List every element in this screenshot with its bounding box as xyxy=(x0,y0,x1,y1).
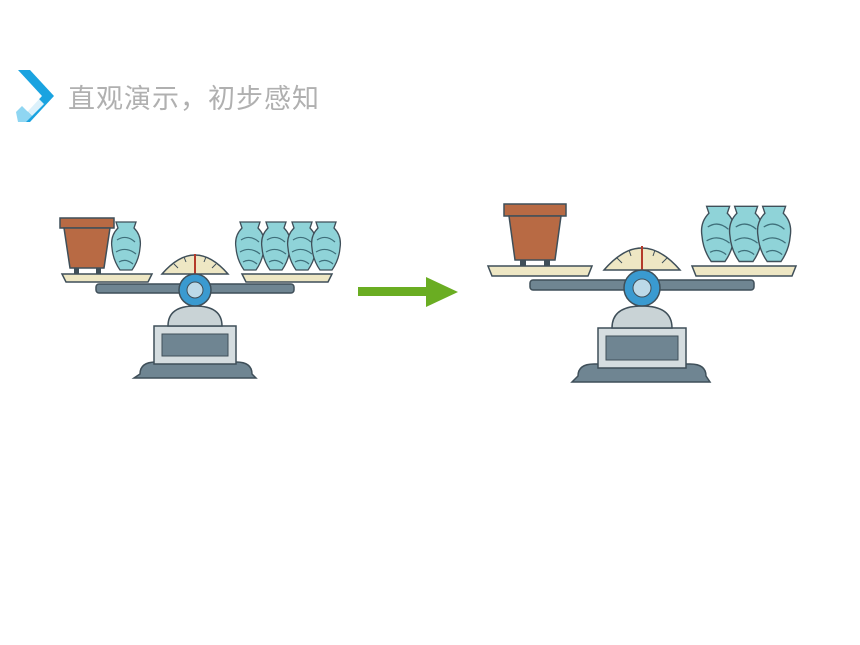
page-title: 直观演示，初步感知 xyxy=(68,83,320,115)
scale-dial xyxy=(602,246,682,307)
section-header: 直观演示，初步感知 xyxy=(16,66,320,126)
vase xyxy=(756,205,792,263)
balance-scale-after xyxy=(486,203,798,383)
flower-pot xyxy=(503,203,567,266)
left-pan xyxy=(60,273,154,283)
vase xyxy=(110,221,142,271)
scale-dial xyxy=(160,254,230,307)
vase xyxy=(234,221,266,271)
vase xyxy=(260,221,292,271)
right-pan xyxy=(240,273,334,283)
right-pan xyxy=(690,265,798,277)
balance-scale-before xyxy=(59,217,342,379)
chevron-right-icon xyxy=(16,70,54,122)
scale-base xyxy=(570,305,712,383)
scale-base xyxy=(131,305,258,379)
vase xyxy=(310,221,342,271)
left-pan xyxy=(486,265,594,277)
arrow-right-icon xyxy=(358,277,458,307)
vase xyxy=(728,205,764,263)
flower-pot xyxy=(59,217,115,274)
